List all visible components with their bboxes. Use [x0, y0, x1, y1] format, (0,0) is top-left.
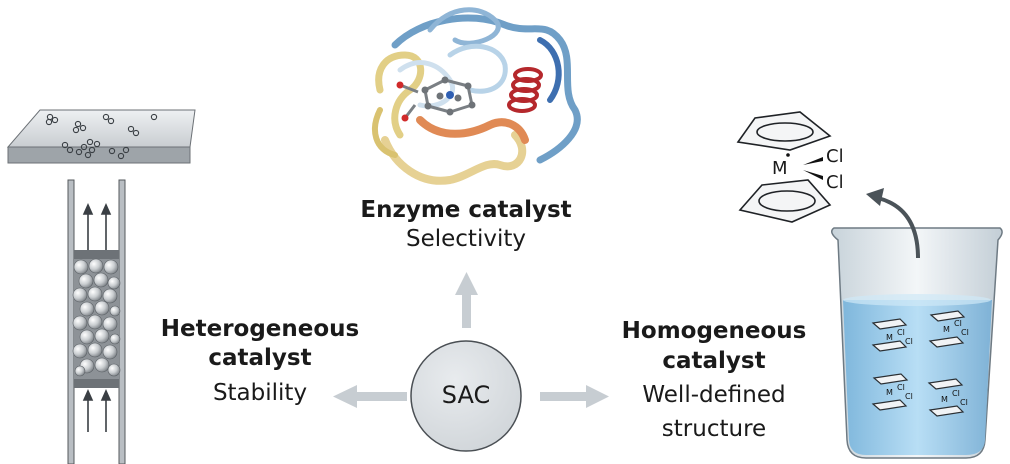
heterogeneous-title-line1: Heterogeneous	[160, 316, 360, 342]
svg-text:M: M	[886, 333, 893, 342]
svg-text:Cl: Cl	[905, 392, 913, 401]
svg-text:Cl: Cl	[954, 319, 962, 328]
svg-text:M: M	[886, 388, 893, 397]
svg-text:Cl: Cl	[952, 389, 960, 398]
svg-text:Cl: Cl	[960, 398, 968, 407]
enzyme-property: Selectivity	[406, 226, 526, 252]
svg-text:Cl: Cl	[897, 328, 905, 337]
svg-text:Cl: Cl	[961, 328, 969, 337]
arrow-to-enzyme	[455, 272, 478, 328]
catalyst-plate-illustration	[6, 109, 196, 164]
heterogeneous-title-line2: catalyst	[208, 345, 312, 371]
svg-text:M: M	[941, 395, 948, 404]
homogeneous-title-line1: Homogeneous	[621, 318, 807, 344]
svg-text:M: M	[943, 325, 950, 334]
heterogeneous-property: Stability	[212, 380, 308, 406]
chloride-label-2: Cl	[826, 172, 844, 193]
enzyme-illustration	[372, 7, 581, 185]
homogeneous-property-line2: structure	[661, 416, 767, 442]
metal-label: M	[772, 158, 788, 179]
packed-column-illustration	[67, 179, 126, 464]
sac-label: SAC	[441, 381, 491, 409]
sac-circle	[410, 340, 522, 452]
homogeneous-property-line1: Well-defined	[642, 382, 786, 408]
arrow-to-homogeneous	[540, 385, 609, 408]
svg-text:Cl: Cl	[897, 383, 905, 392]
homogeneous-title-line2: catalyst	[662, 348, 766, 374]
metallocene-structure	[736, 111, 832, 223]
arrow-to-heterogeneous	[333, 385, 407, 408]
chloride-label-1: Cl	[826, 146, 844, 167]
enzyme-title: Enzyme catalyst	[360, 197, 572, 223]
svg-text:Cl: Cl	[905, 337, 913, 346]
